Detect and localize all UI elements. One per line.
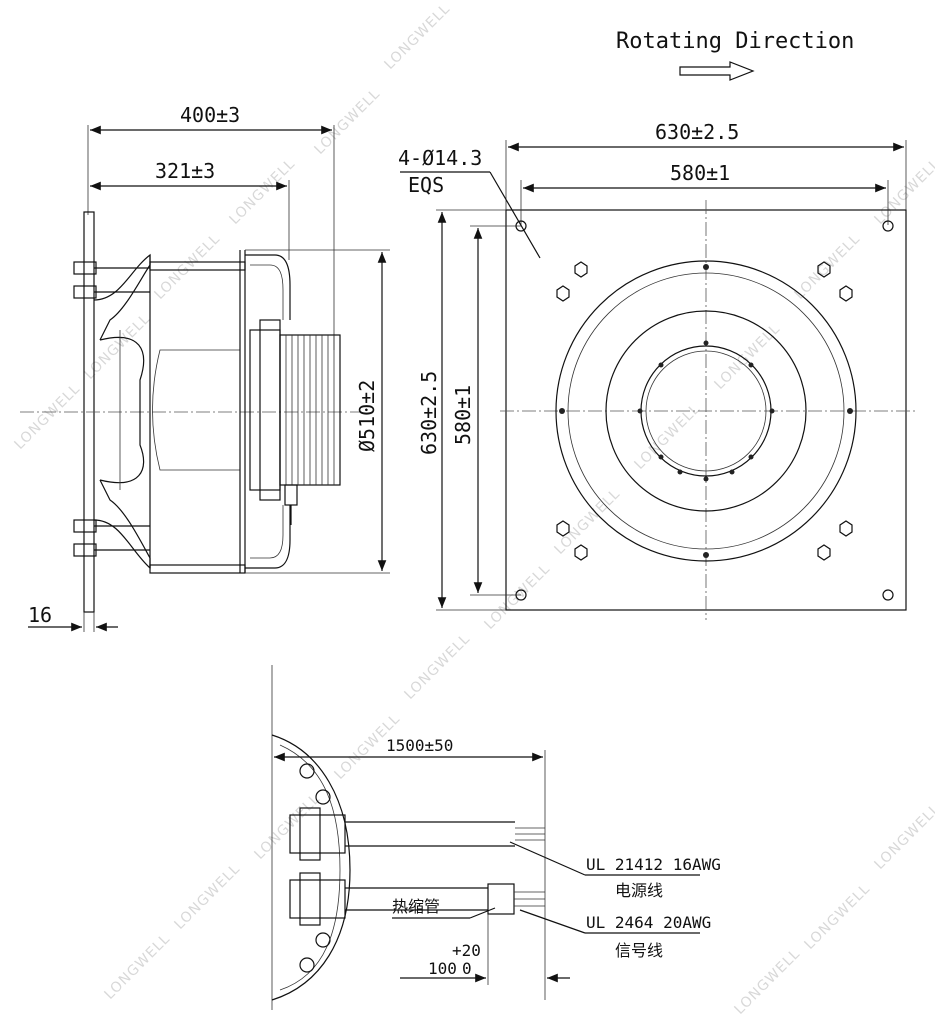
- watermark-text: LONGWELL: [872, 801, 935, 873]
- dim-flange-thickness: 16: [28, 603, 52, 627]
- dim-cable-length: 1500±50: [386, 736, 453, 755]
- dim-overall-length: 400±3: [180, 103, 240, 127]
- bolt-circle-holes: [559, 264, 853, 558]
- mounting-hole: [882, 220, 894, 232]
- mounting-hole: [515, 220, 527, 232]
- watermark-text: LONGWELL: [252, 791, 324, 863]
- motor-screws: [299, 763, 331, 973]
- cable-view: 1500±50 UL 21412 16AWG 电源线 UL 2464 20AWG…: [271, 665, 721, 1010]
- mounting-hole: [515, 589, 527, 601]
- rotating-direction: Rotating Direction: [616, 29, 854, 81]
- power-cable-name: 电源线: [615, 881, 663, 900]
- hex-nuts: [556, 261, 853, 561]
- watermark-text: LONGWELL: [12, 381, 84, 453]
- mounting-holes-callout: 4-Ø14.3: [398, 146, 482, 170]
- dim-plate-height: 630±2.5: [417, 371, 441, 455]
- watermark-text: LONGWELL: [792, 231, 864, 303]
- signal-cable-name: 信号线: [615, 941, 663, 960]
- watermark-text: LONGWELL: [872, 156, 935, 228]
- mounting-hole: [882, 589, 894, 601]
- watermark-text: LONGWELL: [312, 86, 384, 158]
- dim-hole-spacing-x: 580±1: [670, 161, 730, 185]
- watermark-text: LONGWELL: [402, 631, 474, 703]
- watermark-text: LONGWELL: [802, 881, 874, 953]
- watermark-text: LONGWELL: [152, 231, 224, 303]
- front-view: 630±2.5 580±1 630±2.5 580±1 4-Ø14.3 EQS: [398, 120, 915, 620]
- watermark-text: LONGWELL: [382, 1, 454, 73]
- watermark-text: LONGWELL: [102, 931, 174, 1003]
- heat-shrink-label: 热缩管: [392, 897, 440, 916]
- watermark-text: LONGWELL: [227, 156, 299, 228]
- dim-plate-width: 630±2.5: [655, 120, 739, 144]
- watermark-text: LONGWELL: [712, 321, 784, 393]
- watermark-text: LONGWELL: [732, 946, 804, 1018]
- signal-cable-spec: UL 2464 20AWG: [586, 913, 711, 932]
- watermark-text: LONGWELL: [172, 861, 244, 933]
- arrow-right-icon: [679, 61, 755, 81]
- dim-hole-spacing-y: 580±1: [451, 385, 475, 445]
- watermark-text: LONGWELL: [482, 561, 554, 633]
- tolerance-upper: +20: [452, 941, 481, 960]
- dim-wheel-diameter: Ø510±2: [355, 380, 379, 452]
- tolerance-lower: 0: [462, 959, 472, 978]
- side-view: 400±3 321±3: [20, 103, 390, 632]
- dim-body-length: 321±3: [155, 159, 215, 183]
- dim-strip-length: 100: [428, 959, 457, 978]
- rotating-direction-label: Rotating Direction: [616, 29, 854, 54]
- mounting-holes-note: EQS: [408, 173, 444, 197]
- power-cable-spec: UL 21412 16AWG: [586, 855, 721, 874]
